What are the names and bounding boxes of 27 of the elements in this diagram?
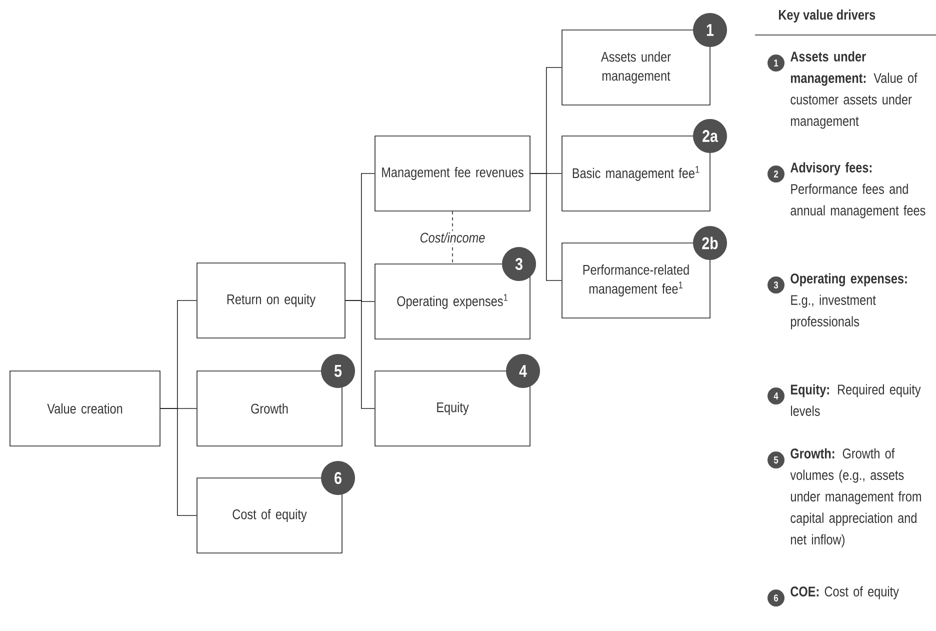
number-badge: 1 <box>768 54 784 72</box>
number-badge: 3 <box>768 276 784 294</box>
driver-description: Growth: Growth of volumes (e.g., assets under management from capital appreciation and net inflow) <box>790 448 921 548</box>
number-badge: 2b <box>693 226 727 260</box>
connector-line <box>345 300 375 409</box>
driver-description: Equity: Required equity levels <box>791 384 921 416</box>
connector-line <box>160 408 198 516</box>
connector-line <box>530 173 562 281</box>
driver-description: Operating expenses: E.g., investment professionals <box>790 273 907 330</box>
number-badge: 6 <box>768 590 784 606</box>
number-badge: 3 <box>502 247 536 281</box>
number-badge: 5 <box>321 354 355 388</box>
process-box: Value creation <box>10 370 160 446</box>
driver-description: COE: Cost of equity <box>790 586 899 600</box>
number-badge: 5 <box>768 452 784 468</box>
driver-description: Assets under management: Value of customer assets under management <box>790 51 918 129</box>
process-box: Management fee revenues <box>374 136 530 212</box>
number-badge: 2a <box>693 119 727 153</box>
edge-label: Cost/income <box>418 230 487 244</box>
number-badge: 1 <box>693 13 727 47</box>
number-badge: 2 <box>768 166 784 182</box>
driver-description: Advisory fees: Performance fees and annual management fees <box>790 162 926 218</box>
number-badge: 4 <box>506 354 540 388</box>
sidebar-heading: Key value drivers <box>779 9 876 23</box>
process-box: Return on equity <box>196 262 346 338</box>
number-badge: 4 <box>768 388 784 404</box>
number-badge: 6 <box>321 461 355 495</box>
